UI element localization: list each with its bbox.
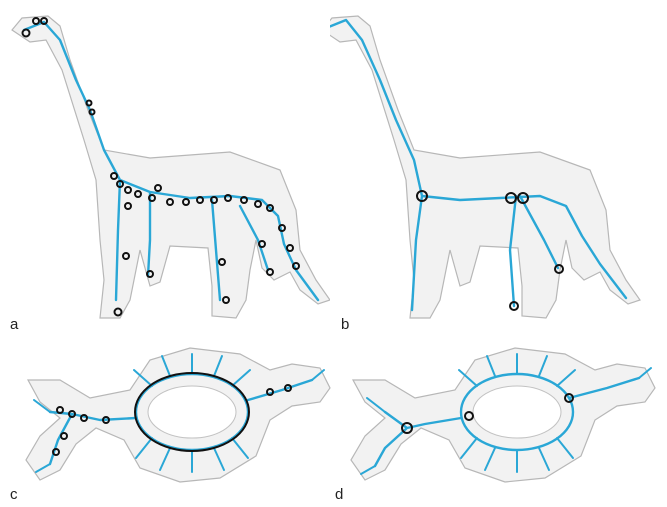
panel-a-figure [0, 0, 330, 320]
node-marker [90, 110, 95, 115]
panel-d-figure [345, 340, 660, 490]
panel-a-label: a [10, 316, 18, 333]
dinosaur-mesh [330, 16, 640, 318]
panel-b-label: b [341, 316, 349, 333]
torus-hole [148, 386, 236, 438]
panel-c-label: c [10, 486, 18, 503]
torus-hole [473, 386, 561, 438]
panel-d-label: d [335, 486, 343, 503]
panel-c-figure [20, 340, 335, 490]
panel-b-figure [330, 0, 660, 320]
dinosaur-mesh [12, 16, 330, 318]
node-marker [87, 101, 92, 106]
